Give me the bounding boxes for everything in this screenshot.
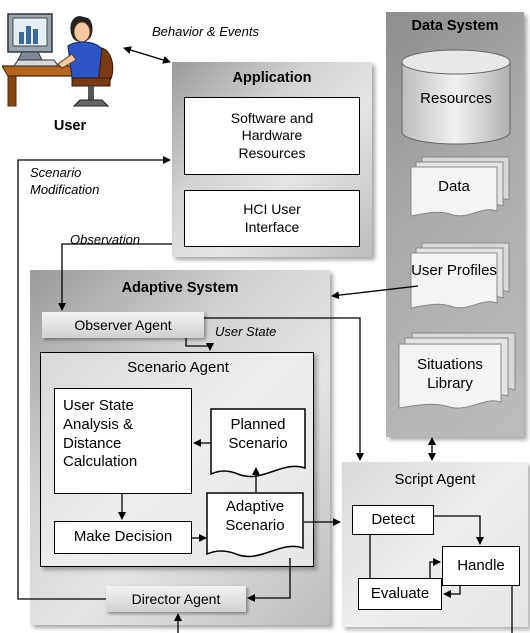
scenario-modification-text: Scenario Modification [30, 165, 100, 197]
user-state-analysis-box: User State Analysis & Distance Calculati… [54, 388, 192, 494]
hci-user-interface-label: HCI User Interface [243, 201, 301, 235]
user-profiles-documents: User Profiles [410, 242, 510, 310]
resources-database: Resources [400, 48, 512, 148]
scenario-agent-title: Scenario Agent [127, 359, 229, 376]
planned-scenario-document: Planned Scenario [210, 408, 306, 480]
scenario-modification-label: Scenario Modification [30, 165, 150, 199]
hci-user-interface-box: HCI User Interface [184, 190, 360, 247]
data-system-title: Data System [411, 18, 499, 34]
script-agent-title: Script Agent [394, 471, 476, 488]
user-state-analysis-label: User State Analysis & Distance Calculati… [63, 397, 138, 471]
software-hardware-resources-label: Software and Hardware Resources [230, 109, 314, 161]
situations-library-documents: Situations Library [398, 332, 516, 410]
observation-label: Observation [70, 232, 141, 247]
application-title: Application [232, 70, 312, 86]
observer-agent: Observer Agent [42, 312, 204, 338]
handle-box: Handle [442, 546, 520, 586]
data-documents: Data [410, 156, 510, 218]
user-illustration [0, 2, 122, 114]
situations-library-label: Situations Library [417, 356, 483, 392]
adaptive-scenario-document: Adaptive Scenario [206, 492, 304, 560]
planned-scenario-label: Planned Scenario [228, 416, 288, 452]
behavior-events-label: Behavior & Events [152, 24, 259, 39]
adaptive-system-title: Adaptive System [121, 280, 239, 296]
software-hardware-resources-box: Software and Hardware Resources [184, 97, 360, 175]
director-agent: Director Agent [106, 586, 246, 612]
user-profiles-label: User Profiles [411, 262, 497, 279]
adaptive-scenario-label: Adaptive Scenario [225, 498, 285, 534]
user-label: User [53, 118, 87, 134]
data-label: Data [438, 178, 470, 195]
make-decision-box: Make Decision [54, 521, 192, 554]
user-at-computer-icon [0, 13, 114, 107]
application-panel: Application Software and Hardware Resour… [172, 62, 372, 257]
evaluate-box: Evaluate [358, 578, 442, 610]
resources-label: Resources [420, 90, 492, 107]
detect-box: Detect [352, 505, 434, 535]
user-state-label: User State [215, 324, 277, 339]
